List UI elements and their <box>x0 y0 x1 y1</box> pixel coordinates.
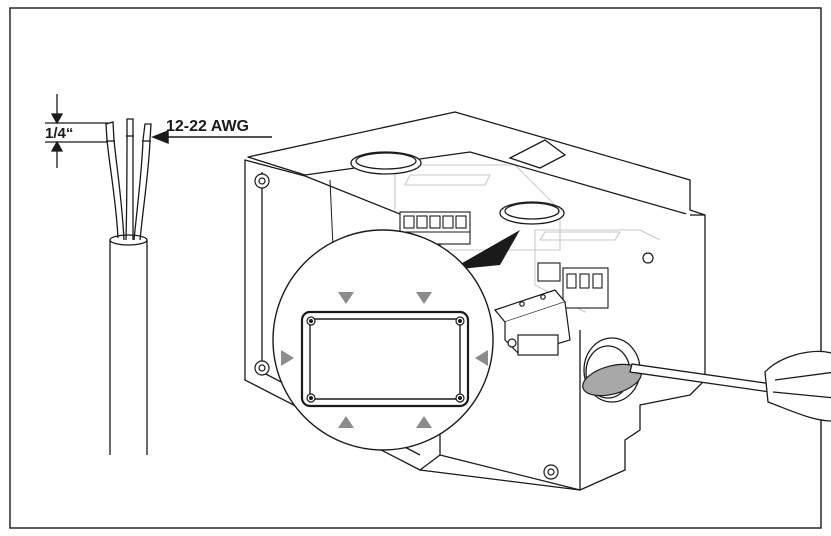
triangle-arrow-icon <box>281 292 488 428</box>
wire-gauge-label: 12-22 AWG <box>166 118 249 135</box>
panel-screws <box>306 316 465 403</box>
strip-length-label: 1/4“ <box>45 125 73 142</box>
strip-length-dimension <box>45 94 108 168</box>
screwdriver-icon <box>629 350 831 422</box>
magnifier-pointer <box>450 230 520 270</box>
knockout-panel-inner <box>309 318 461 400</box>
mounting-bracket <box>493 289 571 356</box>
corner-screws <box>254 173 654 480</box>
terminal-block-right <box>537 262 609 309</box>
top-knockouts <box>350 139 567 225</box>
stripped-cable <box>105 118 152 455</box>
wire-gauge-arrow <box>151 129 272 145</box>
